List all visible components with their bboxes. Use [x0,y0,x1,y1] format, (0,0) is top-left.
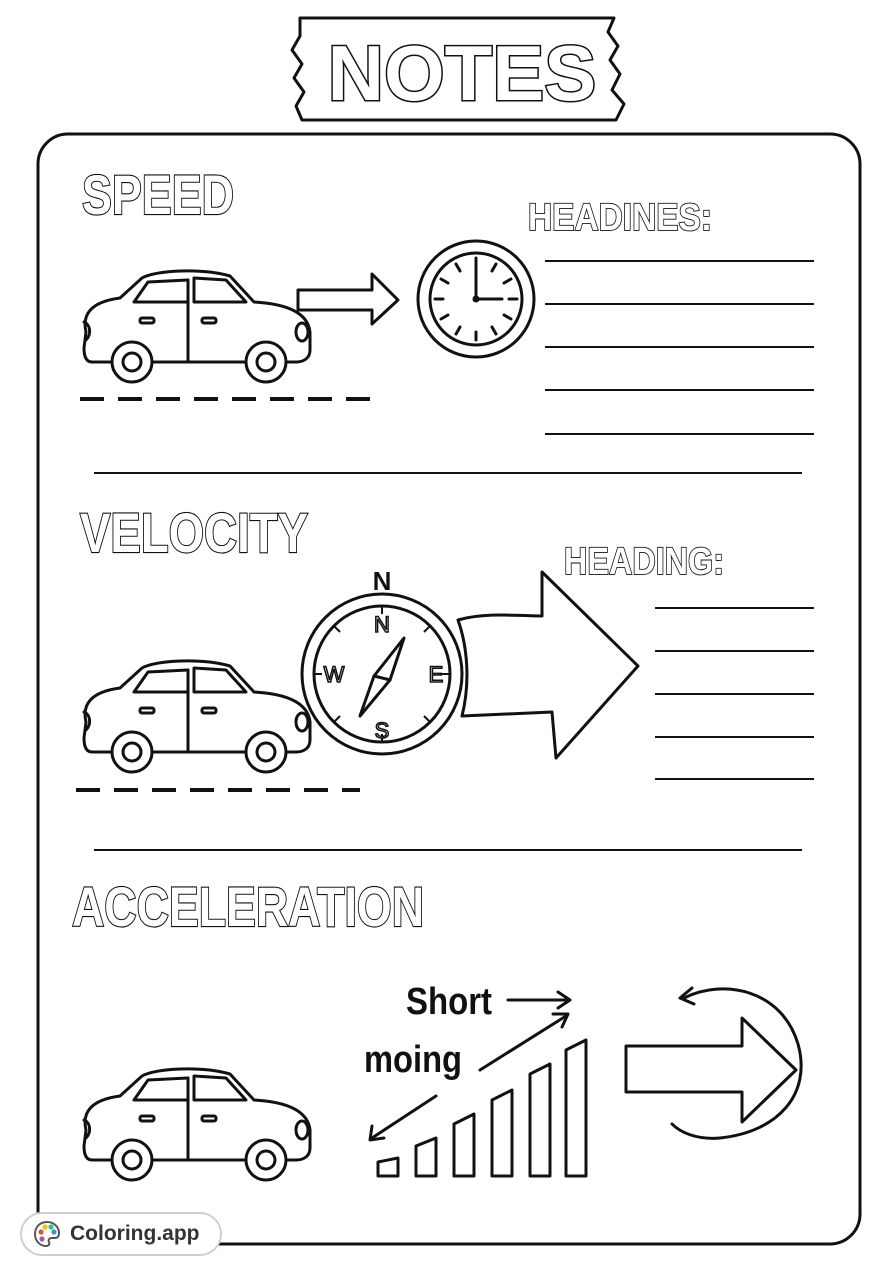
compass-icon: N N E S W [300,566,464,756]
speed-title: SPEED [82,163,234,226]
speed-section: SPEED HEADINES: [80,162,814,435]
velocity-note-lines [655,607,814,780]
acceleration-section: ACCELERATION Short moing [71,874,803,1182]
watermark-text: Coloring.app [70,1222,200,1245]
acceleration-label-line1: Short [406,981,492,1023]
banner-title: NOTES [328,29,597,117]
velocity-car-icon [82,659,312,774]
notes-banner: NOTES [290,16,626,122]
acceleration-label-line2: moing [364,1039,462,1081]
compass-w-label: W [324,662,345,687]
acceleration-title: ACCELERATION [72,875,424,938]
short-right-arrow-icon [506,990,572,1010]
signal-bars-icon [376,1038,588,1178]
compass-north-label: N [373,566,392,596]
velocity-heading-label: HEADING: [564,541,724,583]
diagonal-down-arrow-icon [368,1094,438,1142]
velocity-title: VELOCITY [80,501,308,564]
palette-icon [33,1220,61,1248]
diagonal-up-arrow-icon [478,1012,570,1072]
speed-heading-label: HEADINES: [528,197,712,239]
speed-arrow-icon [296,272,400,326]
clock-icon [416,239,536,359]
velocity-section: VELOCITY N N E S W [76,500,814,792]
velocity-big-arrow-icon [456,570,640,760]
compass-e-label: E [429,662,444,687]
coloring-app-badge[interactable]: Coloring.app [20,1212,222,1256]
compass-s-label: S [375,718,390,743]
acceleration-car-icon [82,1067,312,1182]
speed-car-icon [82,269,312,384]
compass-n-label: N [374,612,390,637]
speed-note-lines [545,260,814,435]
circular-arrow-icon [624,986,803,1140]
notes-frame [36,132,862,1246]
